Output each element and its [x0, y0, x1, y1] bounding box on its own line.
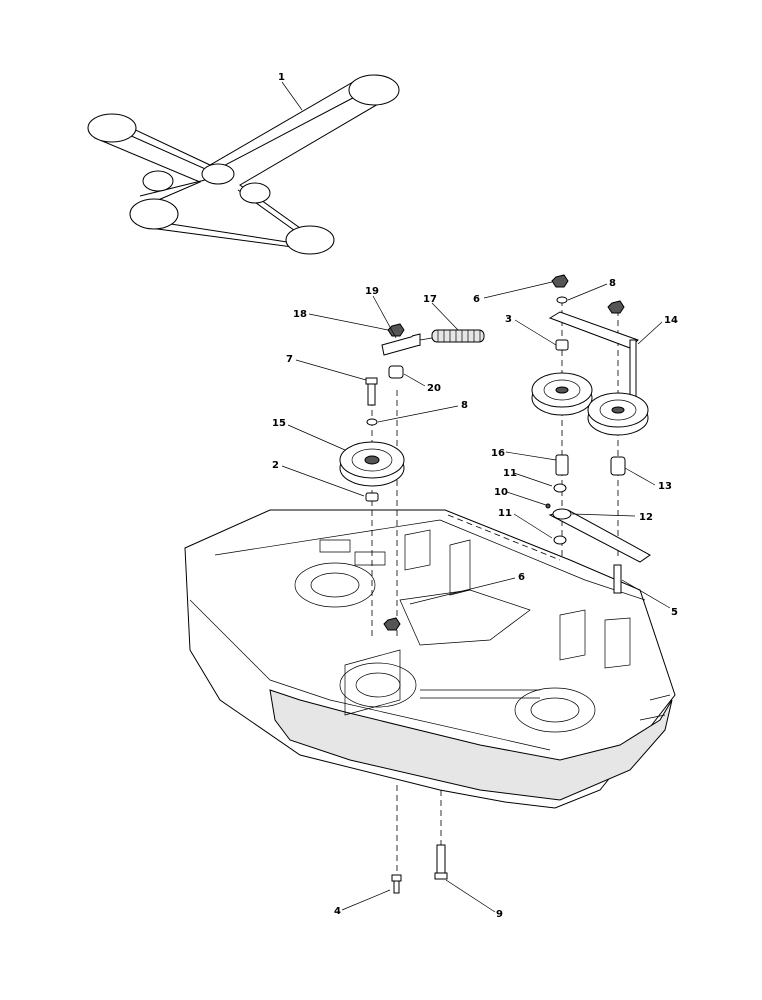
callout-19: 19 — [365, 286, 379, 297]
bushing-part-11-upper — [553, 483, 567, 493]
callout-6-top: 6 — [473, 294, 480, 305]
nut-part-18 — [387, 323, 405, 337]
bushing-part-16 — [555, 454, 569, 476]
callout-3: 3 — [505, 314, 512, 325]
nut-part-6-deck — [383, 617, 401, 631]
callout-12: 12 — [639, 512, 653, 523]
callout-7: 7 — [286, 354, 293, 365]
callout-17: 17 — [423, 294, 437, 305]
callout-14: 14 — [664, 315, 678, 326]
callout-16: 16 — [491, 448, 505, 459]
bolt-part-9 — [434, 844, 448, 880]
idler-pulley-lower-right — [587, 392, 649, 436]
spring-part-17 — [419, 329, 485, 343]
nut-part-arm — [607, 300, 625, 314]
callout-6-deck: 6 — [518, 572, 525, 583]
spacer-part-2 — [365, 492, 379, 502]
callout-20: 20 — [427, 383, 441, 394]
idler-pulley-left — [339, 441, 405, 487]
callout-13: 13 — [658, 481, 672, 492]
callout-5: 5 — [671, 607, 678, 618]
callout-1: 1 — [278, 72, 285, 83]
callout-11-lower: 11 — [498, 508, 512, 519]
callout-18: 18 — [293, 309, 307, 320]
spacer-part-20 — [388, 365, 404, 379]
idler-arm-part-14 — [548, 311, 639, 416]
washer-part-8-right — [556, 296, 568, 304]
callout-labels: 1 19 17 18 7 20 8 15 2 6 8 3 14 16 11 10… — [272, 72, 678, 920]
bolt-part-4 — [391, 874, 402, 894]
callout-10: 10 — [494, 487, 508, 498]
nut-part-6-top — [551, 274, 569, 288]
callout-4: 4 — [334, 906, 341, 917]
bolt-part-7 — [367, 382, 376, 406]
pivot-arm-part-12 — [548, 508, 651, 563]
spacer-part-13 — [610, 456, 626, 476]
callout-8-left: 8 — [461, 400, 468, 411]
callout-2: 2 — [272, 460, 279, 471]
callout-15: 15 — [272, 418, 286, 429]
bolt-head-part-7 — [365, 377, 378, 385]
leader-lines — [281, 81, 671, 913]
fitting-part-10 — [545, 503, 551, 509]
idler-bracket-part-19 — [381, 333, 421, 356]
callout-11-upper: 11 — [503, 468, 517, 479]
callout-9: 9 — [496, 909, 503, 920]
callout-8-right: 8 — [609, 278, 616, 289]
bushing-part-11-lower — [553, 535, 567, 545]
bolt-part-5 — [613, 564, 622, 594]
drive-belt — [87, 74, 400, 255]
washer-part-8-left — [366, 418, 378, 426]
idler-pulley-upper-right — [531, 372, 593, 416]
spacer-part-3 — [555, 339, 569, 351]
mower-deck — [184, 509, 676, 809]
